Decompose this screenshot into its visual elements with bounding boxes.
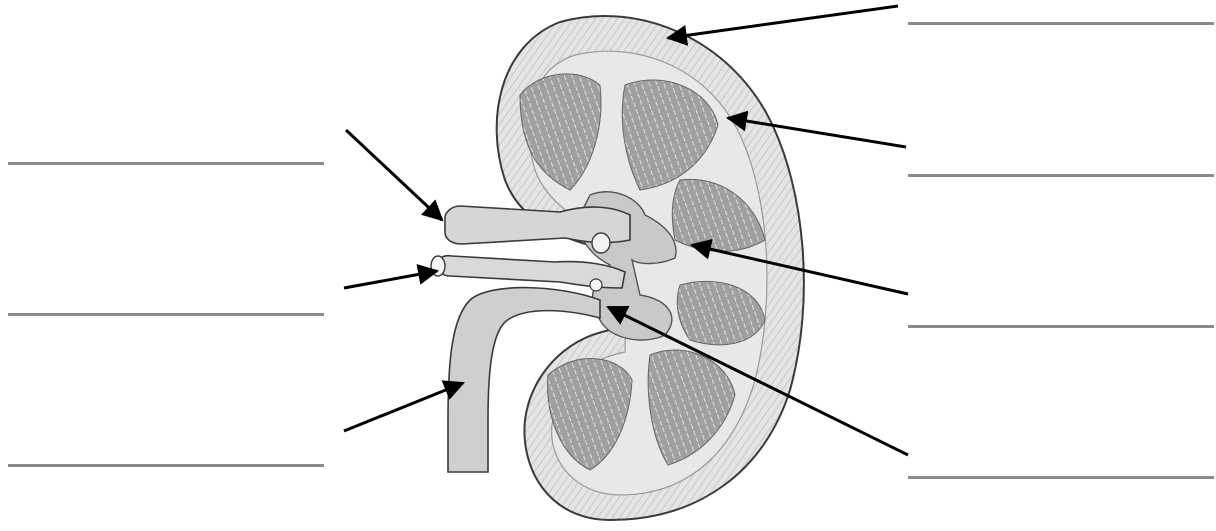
answer-line-cortex: [908, 174, 1214, 177]
answer-line-renal-pelvis: [908, 325, 1214, 328]
answer-line-ureter: [8, 464, 324, 467]
answer-line-capsule: [908, 22, 1214, 25]
vessel-opening: [590, 279, 602, 291]
answer-line-renal-artery: [8, 162, 324, 165]
answer-line-calyx: [908, 476, 1214, 479]
pointer-arrow: [344, 271, 437, 288]
pointer-arrow: [668, 6, 898, 38]
pointer-arrow: [346, 130, 442, 220]
pointer-arrow: [344, 383, 463, 431]
answer-line-renal-vein: [8, 313, 324, 316]
vessel-opening: [592, 233, 610, 253]
